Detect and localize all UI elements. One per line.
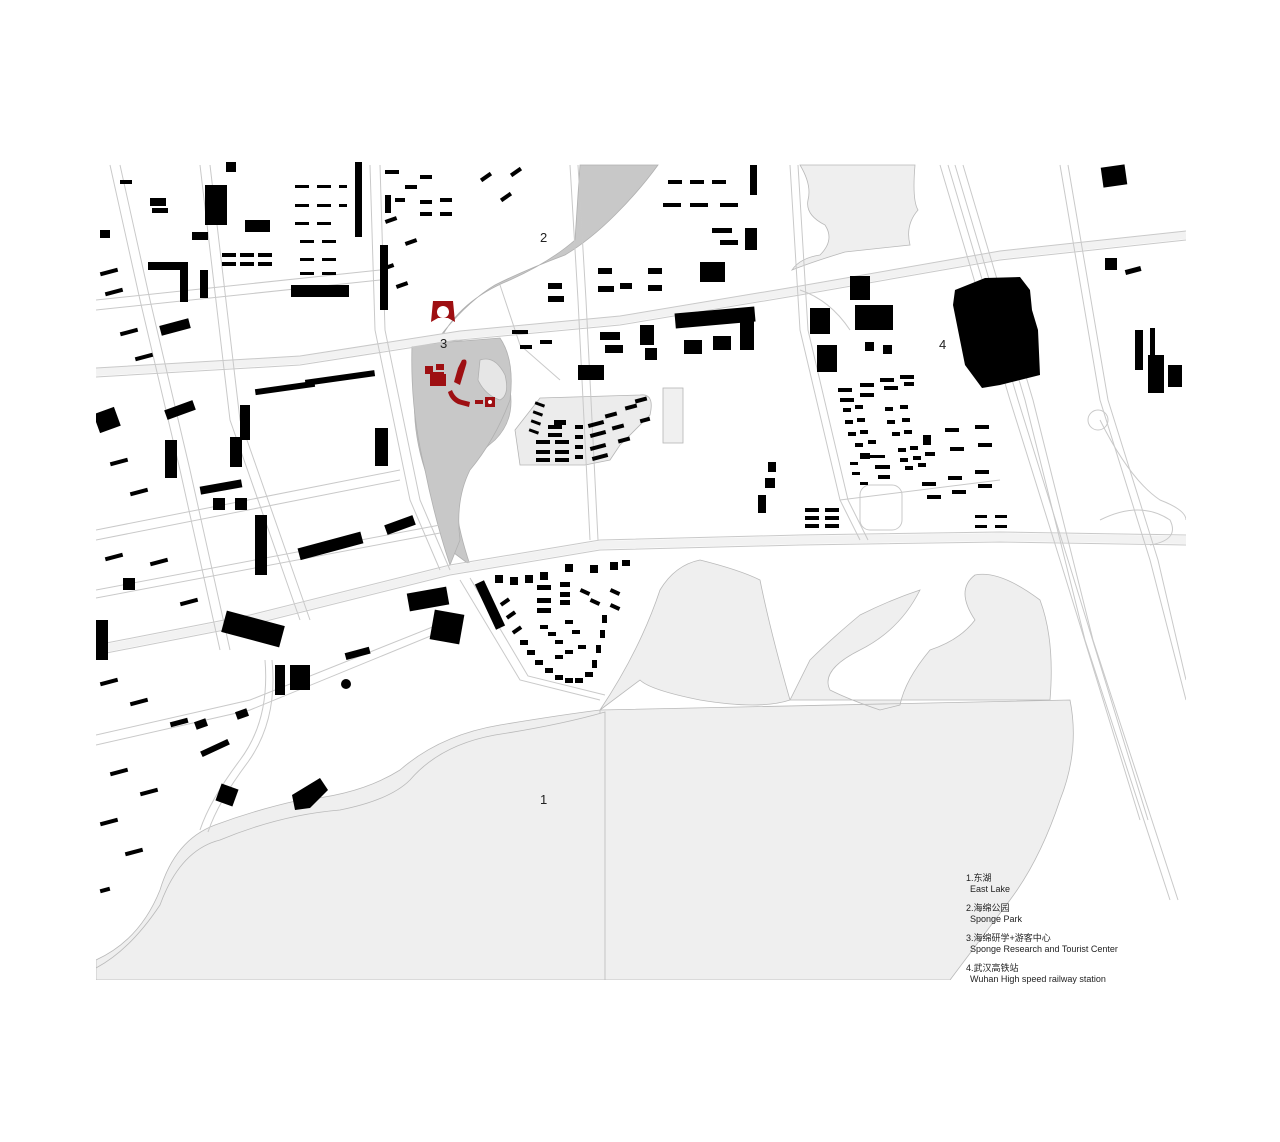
legend-item-research-center: 3.海绵研学+游客中心 Sponge Research and Tourist … bbox=[966, 933, 1118, 955]
legend-label-en: East Lake bbox=[970, 884, 1011, 894]
north-pond bbox=[790, 164, 919, 271]
map-legend: 1.东湖 East Lake 2.海绵公园 Sponge Park 3.海绵研学… bbox=[966, 873, 1118, 993]
sponge-research-tourist-center bbox=[425, 301, 495, 407]
sponge-pond bbox=[477, 358, 508, 401]
legend-item-railway-station: 4.武汉高铁站 Wuhan High speed railway station bbox=[966, 963, 1118, 985]
east-residential-buildings bbox=[758, 375, 1007, 528]
sports-field bbox=[662, 387, 684, 444]
legend-label-en: Sponge Research and Tourist Center bbox=[970, 944, 1118, 954]
small-buildings-left bbox=[99, 267, 250, 894]
railway-station-building bbox=[953, 277, 1040, 388]
map-canvas bbox=[96, 162, 1186, 980]
residential-gray-buildings bbox=[528, 396, 651, 462]
east-lake-west-bay bbox=[96, 711, 606, 980]
area-label-sponge-park: 2 bbox=[540, 230, 548, 245]
area-label-research-center: 3 bbox=[440, 336, 448, 351]
legend-label-cn: 3.海绵研学+游客中心 bbox=[966, 933, 1051, 943]
south-residential-buildings bbox=[474, 560, 630, 683]
legend-item-sponge-park: 2.海绵公园 Sponge Park bbox=[966, 903, 1118, 925]
legend-label-cn: 2.海绵公园 bbox=[966, 903, 1010, 913]
legend-label-en: Sponge Park bbox=[970, 914, 1023, 924]
sponge-park-lower bbox=[411, 337, 512, 567]
legend-label-cn: 1.东湖 bbox=[966, 873, 992, 883]
legend-label-en: Wuhan High speed railway station bbox=[970, 974, 1106, 984]
residential-block-gray bbox=[514, 394, 652, 466]
site-plan-map: 1 2 3 4 bbox=[96, 162, 1186, 980]
area-label-east-lake: 1 bbox=[540, 792, 548, 807]
buildings bbox=[96, 162, 1182, 894]
legend-label-cn: 4.武汉高铁站 bbox=[966, 963, 1019, 973]
area-label-railway-station: 4 bbox=[939, 337, 947, 352]
legend-item-east-lake: 1.东湖 East Lake bbox=[966, 873, 1118, 895]
